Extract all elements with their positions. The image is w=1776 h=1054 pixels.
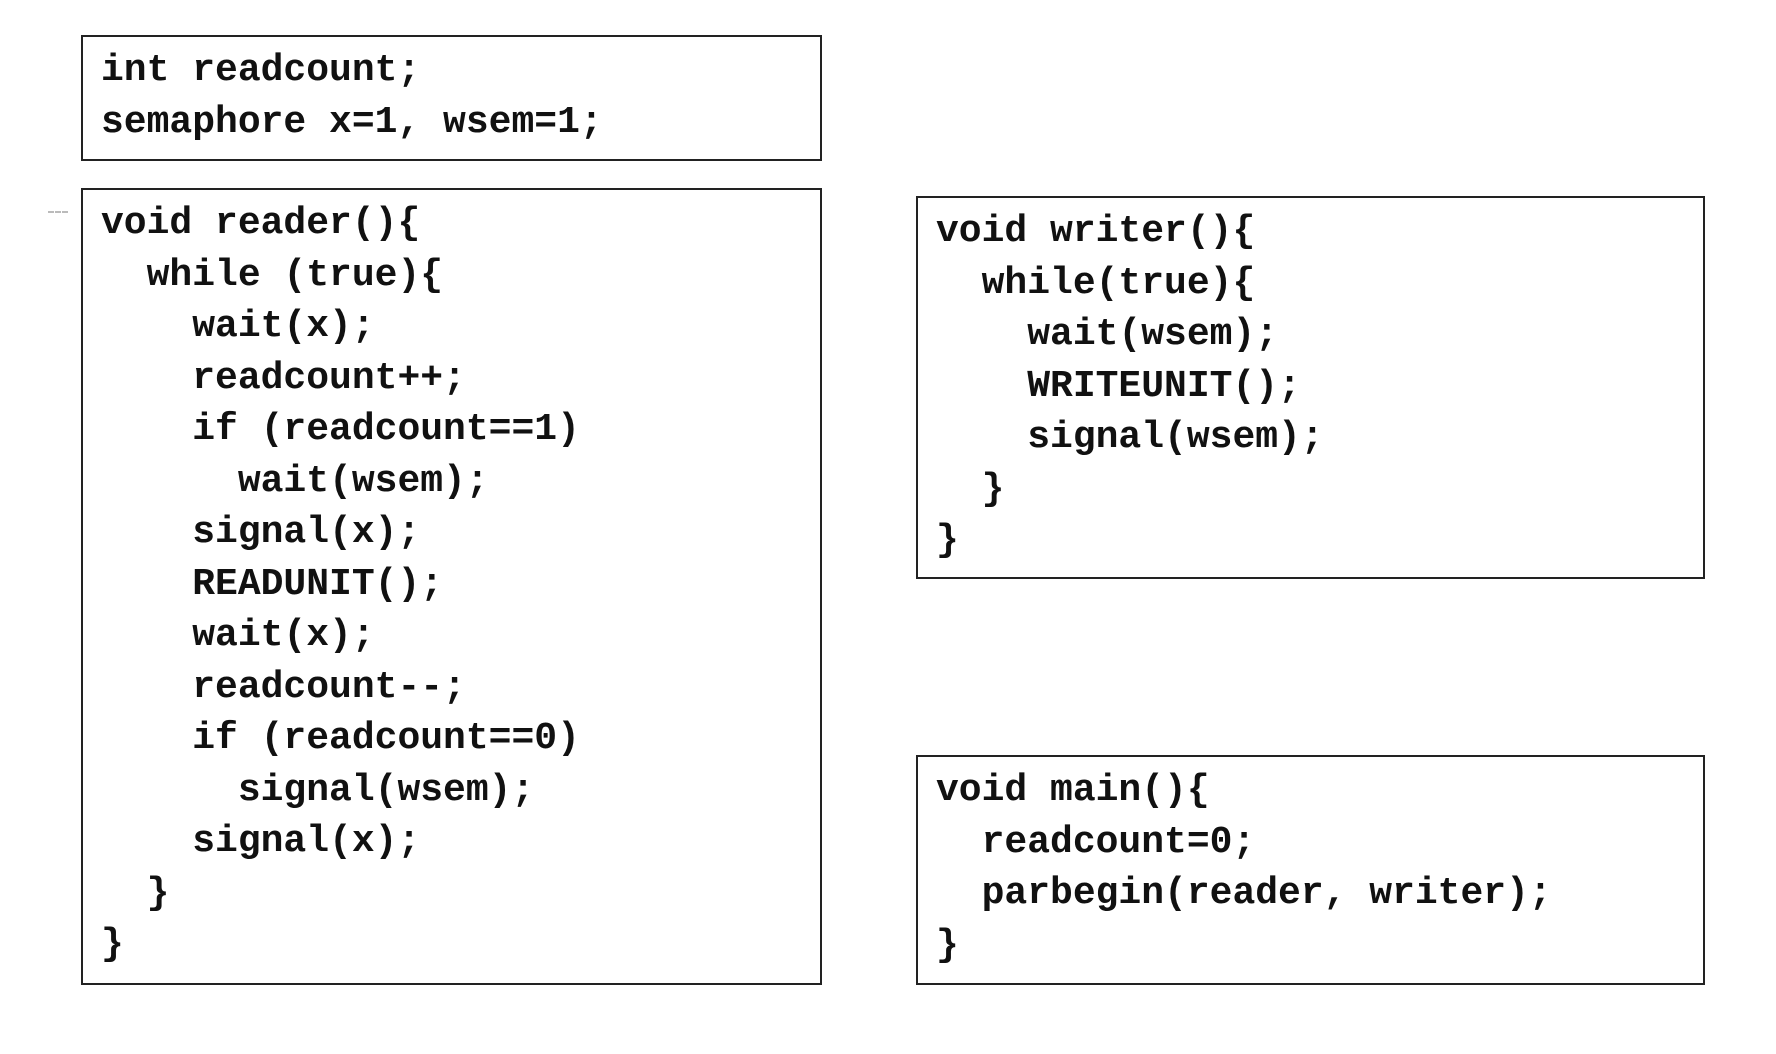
code-line: wait(wsem); [936, 313, 1279, 356]
stray-dash-mark [48, 211, 68, 215]
code-line: signal(wsem); [101, 768, 535, 812]
code-line: void main(){ [936, 769, 1210, 812]
code-line: void reader(){ [101, 202, 421, 245]
code-line: while(true){ [936, 261, 1256, 305]
globals-declaration-box: int readcount; semaphore x=1, wsem=1; [81, 35, 822, 161]
code-line: wait(wsem); [101, 459, 489, 503]
code-line: signal(x); [101, 511, 421, 554]
code-line: semaphore x=1, wsem=1; [101, 100, 603, 144]
code-line: } [101, 923, 124, 966]
code-line: wait(x); [101, 614, 375, 657]
code-line: signal(x); [101, 820, 421, 863]
code-line: int readcount; [101, 49, 421, 92]
code-line: signal(wsem); [936, 416, 1324, 459]
code-line: void writer(){ [936, 210, 1256, 253]
code-line: readcount++; [101, 356, 466, 400]
code-line: readcount=0; [936, 820, 1256, 864]
code-line: wait(x); [101, 305, 375, 348]
code-line: while (true){ [101, 253, 444, 297]
reader-function-box: void reader(){ while (true){ wait(x); re… [81, 188, 822, 985]
code-line: } [936, 467, 1005, 511]
code-line: readcount--; [101, 665, 466, 709]
main-function-box: void main(){ readcount=0; parbegin(reade… [916, 755, 1705, 985]
code-line: if (readcount==0) [101, 717, 580, 760]
code-line: } [101, 871, 170, 915]
code-line: parbegin(reader, writer); [936, 872, 1552, 915]
code-line: if (readcount==1) [101, 408, 580, 451]
writer-function-box: void writer(){ while(true){ wait(wsem); … [916, 196, 1705, 579]
code-line: } [936, 519, 959, 562]
code-line: WRITEUNIT(); [936, 364, 1301, 408]
code-line: } [936, 923, 959, 967]
code-line: READUNIT(); [101, 562, 444, 606]
